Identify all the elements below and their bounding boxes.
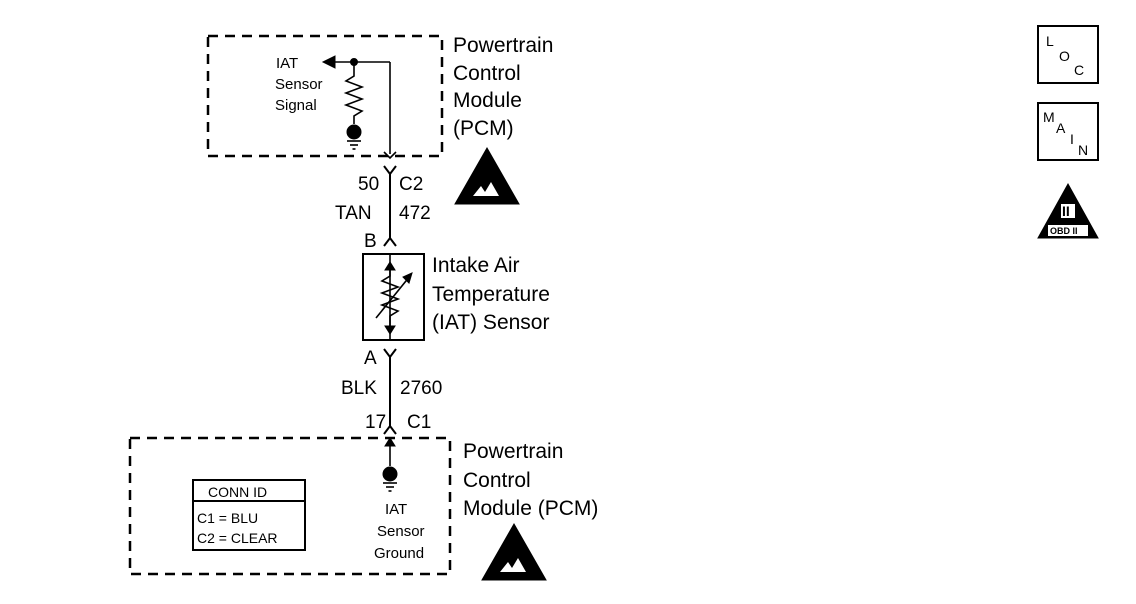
main-icon[interactable]: M A I N [1037, 102, 1099, 161]
b-terminal-connector-icon [383, 236, 397, 247]
sensor-pin-a: A [364, 348, 377, 369]
pull-up-resistor-icon [343, 62, 365, 124]
sensor-pin-b: B [364, 231, 377, 252]
svg-text:OBD II: OBD II [1050, 226, 1078, 236]
svg-text:I: I [1070, 131, 1074, 147]
ground-label-line-1: IAT [385, 501, 407, 518]
ground-terminal-icon [346, 124, 362, 140]
a-terminal-connector-icon [383, 348, 397, 359]
connector-c2: 50 C2 TAN 472 B [335, 151, 431, 252]
c2-wire-color: TAN [335, 203, 372, 224]
conn-id-header: CONN ID [208, 484, 267, 500]
svg-text:C: C [1074, 62, 1084, 78]
pcm-top-dashed-box [206, 34, 444, 158]
sensor-name-line-1: Intake Air [432, 254, 520, 277]
c1-wire-color: BLK [341, 378, 377, 399]
c1-pin: 17 [365, 412, 386, 433]
signal-label-line-2: Sensor [275, 76, 323, 93]
pcm-bottom-title-line-1: Powertrain [463, 440, 563, 463]
sensor-name-line-3: (IAT) Sensor [432, 311, 549, 334]
c2-circuit: 472 [399, 203, 431, 224]
pcm-bottom-dashed-box [128, 436, 452, 576]
c1-id: C1 [407, 412, 431, 433]
conn-id-row-2: C2 = CLEAR [197, 530, 278, 546]
conn-id-row-1: C1 = BLU [197, 510, 258, 526]
thermistor-icon [379, 268, 401, 328]
svg-text:L: L [1046, 33, 1054, 49]
c2-id: C2 [399, 174, 423, 195]
pcm-bottom-module: IAT Sensor Ground CONN ID C1 = BLU C2 = … [128, 436, 598, 576]
c1-circuit: 2760 [400, 378, 442, 399]
iat-sensor: Intake Air Temperature (IAT) Sensor [362, 253, 550, 341]
c2-pin: 50 [358, 174, 379, 195]
sensor-name-line-2: Temperature [432, 283, 550, 306]
ground-label-line-3: Ground [374, 545, 424, 562]
ground-label-line-2: Sensor [377, 523, 425, 540]
esd-warning-icon [454, 146, 520, 205]
svg-text:II: II [1062, 203, 1070, 219]
pcm-bottom-title-line-2: Control [463, 469, 531, 492]
conn-id-table: CONN ID C1 = BLU C2 = CLEAR [192, 479, 306, 551]
loc-icon[interactable]: L O C [1037, 25, 1099, 84]
svg-text:N: N [1078, 142, 1088, 158]
pcm-top-title-line-2: Control [453, 62, 521, 85]
pcm-top-module: IAT Sensor Signal Powertrain Control Mod… [206, 34, 553, 158]
obd-ii-icon[interactable]: II OBD II [1037, 182, 1099, 239]
c1-pcm-connector-icon [383, 424, 397, 435]
pcm-top-title-line-4: (PCM) [453, 117, 514, 140]
pcm-top-title-line-1: Powertrain [453, 34, 553, 57]
svg-text:A: A [1056, 120, 1066, 136]
pcm-bottom-title-line-3: Module (PCM) [463, 497, 598, 520]
signal-label-line-3: Signal [275, 97, 317, 114]
esd-warning-icon [481, 522, 547, 581]
svg-text:O: O [1059, 48, 1070, 64]
sensor-ground-icon [382, 466, 398, 482]
c2-pcm-connector-icon [383, 165, 397, 176]
svg-text:M: M [1043, 109, 1055, 125]
pcm-top-title-line-3: Module [453, 89, 522, 112]
signal-label-line-1: IAT [276, 55, 298, 72]
connector-c1: A BLK 2760 17 C1 [341, 348, 442, 435]
signal-arrow-icon [321, 55, 336, 69]
iat-sensor-body [362, 253, 425, 341]
